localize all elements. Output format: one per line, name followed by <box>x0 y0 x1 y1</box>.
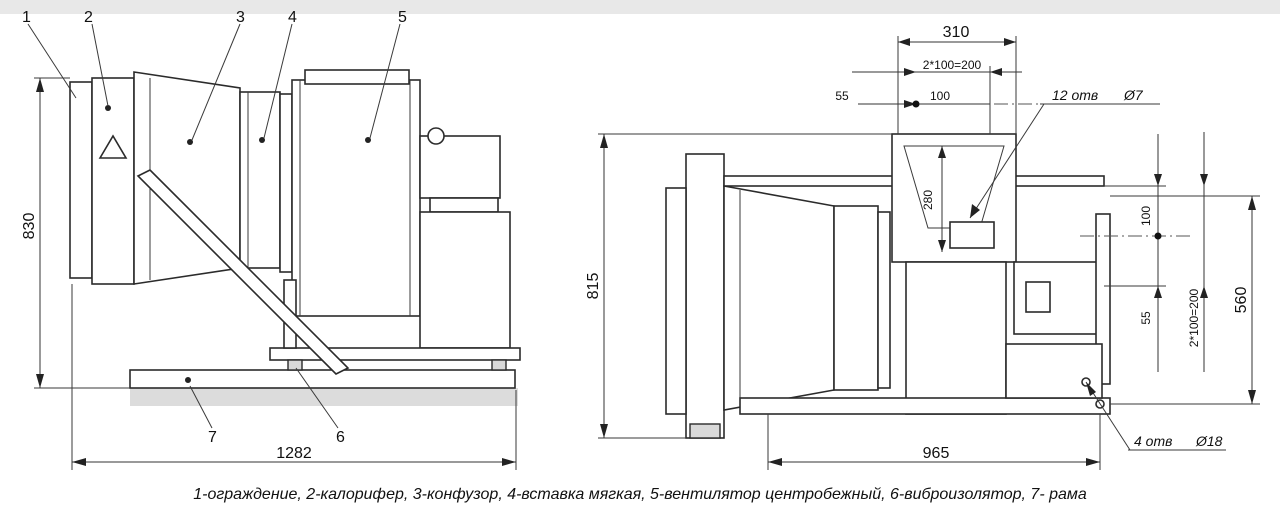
motor-base-left <box>419 211 511 349</box>
figure-caption: 1-ограждение, 2-калорифер, 3-конфузор, 4… <box>193 486 1087 503</box>
holes-top-label: 12 отв <box>1052 87 1098 103</box>
insert-dot <box>259 137 265 143</box>
fan-housing <box>291 79 421 317</box>
arrow <box>1154 286 1162 298</box>
motor-post-right <box>1095 213 1111 385</box>
callout-7: 7 <box>208 429 217 446</box>
flange-right <box>877 211 891 389</box>
side-view-left <box>69 69 521 406</box>
arrow <box>502 458 516 466</box>
arrow <box>600 134 608 148</box>
fan-outlet <box>304 69 410 85</box>
dim-side-200-label: 2*100=200 <box>1187 288 1201 347</box>
arrow <box>938 146 946 158</box>
soft-insert-right <box>833 205 879 391</box>
arrow <box>768 458 782 466</box>
callout-1: 1 <box>22 9 31 26</box>
motor-box-right <box>1025 281 1051 313</box>
fan-body-right <box>905 261 1007 415</box>
arrow <box>72 458 86 466</box>
diagonal-brace <box>136 169 350 375</box>
base-right <box>739 397 1111 415</box>
front-view-right <box>665 133 1111 439</box>
arrow <box>36 78 44 92</box>
holes-top-leader <box>969 103 1045 219</box>
holes-bottom-label: 4 отв <box>1134 433 1172 449</box>
dim-1282-label: 1282 <box>276 445 312 462</box>
warning-triangle <box>98 134 128 159</box>
motor-left <box>419 135 501 199</box>
arrow <box>1086 458 1100 466</box>
callout-4: 4 <box>288 9 297 26</box>
leader-3 <box>191 23 241 141</box>
isolator-b <box>491 359 507 371</box>
arrow <box>904 68 916 76</box>
dim-280-label: 280 <box>921 190 935 210</box>
guard <box>69 81 93 279</box>
dim-200-label: 2*100=200 <box>923 58 982 72</box>
leader-4 <box>263 23 293 139</box>
arrow <box>1086 382 1096 396</box>
soft-insert <box>239 91 281 269</box>
dim-55-top-label: 55 <box>835 89 849 103</box>
isolator-a <box>287 359 303 371</box>
arrow <box>904 100 916 108</box>
frame-rama <box>129 369 516 389</box>
arrow <box>970 204 980 218</box>
holes-bottom-dia: Ø18 <box>1195 433 1223 449</box>
top-band <box>0 0 1280 14</box>
floor <box>130 388 518 406</box>
arrow <box>1200 286 1208 298</box>
dim-side-100-label: 100 <box>1139 206 1153 226</box>
heater-foot <box>689 423 721 439</box>
arrow <box>1200 174 1208 186</box>
guard-right <box>665 187 687 415</box>
leader-7 <box>189 385 213 429</box>
arrow <box>938 240 946 252</box>
dim-965-label: 965 <box>923 445 950 462</box>
motor-shaft-left <box>427 127 445 145</box>
heater-right <box>685 153 725 439</box>
hole-marker-side <box>1154 232 1162 240</box>
hole-marker-top <box>912 100 920 108</box>
confuser-dot <box>187 139 193 145</box>
arrow <box>36 374 44 388</box>
callout-6: 6 <box>336 429 345 446</box>
outlet-sensor <box>949 221 995 249</box>
holes-top-dia: Ø7 <box>1123 87 1144 103</box>
fan-dot <box>365 137 371 143</box>
motor-base-right <box>1005 343 1103 399</box>
dim-100-top-label: 100 <box>930 89 950 103</box>
callout-2: 2 <box>84 9 93 26</box>
fan-flange <box>279 93 293 273</box>
leader-1 <box>27 23 77 99</box>
arrow <box>990 68 1002 76</box>
heater-dot <box>105 105 111 111</box>
left-dimensions: 830 1282 <box>21 77 517 470</box>
leader-2 <box>91 23 109 107</box>
dim-830-label: 830 <box>21 213 38 240</box>
platform-left <box>269 347 521 361</box>
arrow <box>1248 390 1256 404</box>
motor-foot-left <box>429 197 499 213</box>
arrow <box>600 424 608 438</box>
heater-body <box>91 77 135 285</box>
arrow <box>1248 196 1256 210</box>
callouts: 1 2 3 4 5 6 7 <box>22 9 407 446</box>
dim-310-label: 310 <box>943 24 970 41</box>
right-dimensions: 815 965 310 2*100=200 55 100 12 отв Ø7 <box>585 24 1260 470</box>
dim-side-55-label: 55 <box>1139 311 1153 325</box>
callout-3: 3 <box>236 9 245 26</box>
arrow <box>1004 38 1016 46</box>
callout-5: 5 <box>398 9 407 26</box>
dim-560-label: 560 <box>1233 287 1250 314</box>
dim-815-label: 815 <box>585 273 602 300</box>
arrow <box>898 38 910 46</box>
frame-dot <box>185 377 191 383</box>
leader-6 <box>295 367 339 429</box>
arrow <box>1154 174 1162 186</box>
leader-5 <box>369 23 401 139</box>
